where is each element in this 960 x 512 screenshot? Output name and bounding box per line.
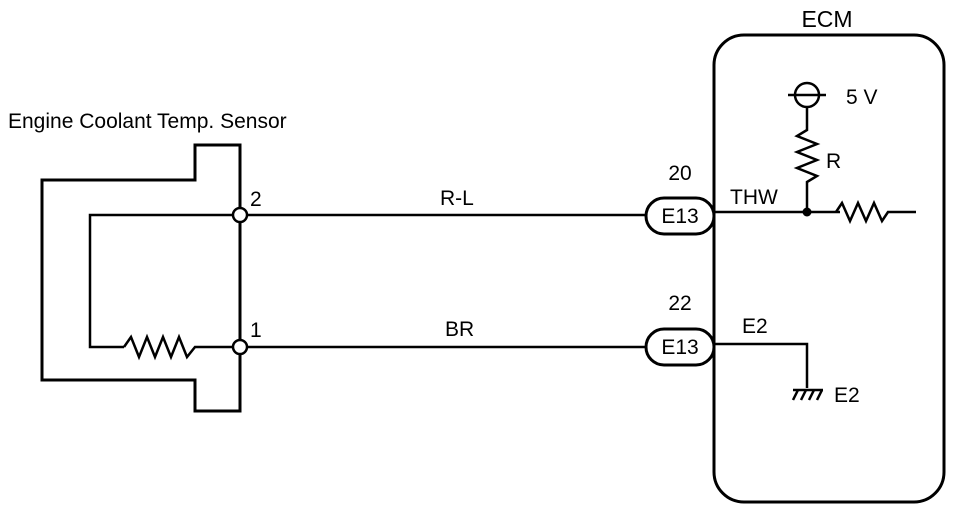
- connector-bottom-pin: 22: [668, 292, 691, 315]
- pullup-resistor: [793, 107, 821, 212]
- e2-line: [714, 342, 809, 388]
- supply-label: 5 V: [846, 86, 878, 109]
- connector-top-pin: 20: [668, 162, 691, 185]
- connector-bottom-id: E13: [661, 336, 698, 359]
- junction-dot: [802, 207, 812, 217]
- ground-hatch-4: [815, 389, 824, 401]
- sensor-inner-wire: [88, 213, 238, 349]
- connector-top-id: E13: [661, 205, 698, 228]
- terminal-1: [231, 338, 249, 356]
- pin-1-label: 1: [250, 319, 262, 342]
- thermistor-resistor: [122, 333, 232, 361]
- wire-r-l-label: R-L: [440, 187, 474, 210]
- ground-hatch-3: [807, 389, 816, 401]
- ecm-title: ECM: [801, 6, 852, 32]
- input-resistor: [834, 199, 916, 225]
- thw-label: THW: [730, 186, 778, 209]
- sensor-body: [40, 143, 242, 413]
- wire-br-label: BR: [445, 318, 474, 341]
- ecm-box: [712, 33, 946, 504]
- resistor-label: R: [826, 150, 841, 173]
- ground-hatch-1: [791, 389, 800, 401]
- sensor-title: Engine Coolant Temp. Sensor: [8, 110, 287, 133]
- e2-terminal-label: E2: [742, 315, 768, 338]
- ground-hatch-2: [799, 389, 808, 401]
- ground-label: E2: [834, 384, 860, 407]
- pin-2-label: 2: [250, 188, 262, 211]
- terminal-2: [231, 206, 249, 224]
